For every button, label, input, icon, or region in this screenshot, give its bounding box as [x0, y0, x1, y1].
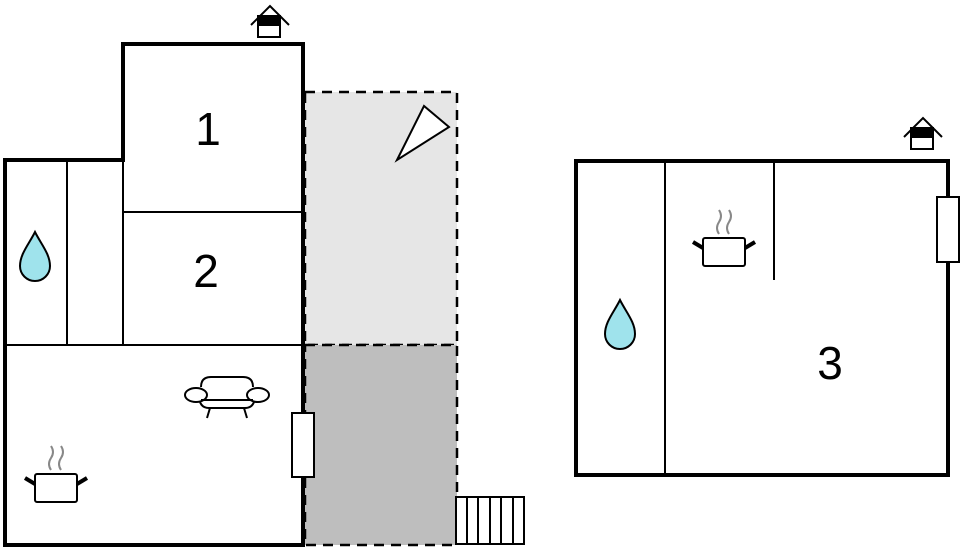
room-label-3: 3	[817, 337, 843, 389]
entrance-icon	[903, 117, 943, 150]
building-left	[3, 42, 305, 547]
room-label-2: 2	[193, 245, 219, 297]
room-label-1: 1	[195, 103, 221, 155]
entrance-icon	[250, 5, 290, 38]
window-icon	[936, 196, 960, 263]
stairs-icon	[455, 496, 525, 545]
terrace-dark	[303, 343, 459, 547]
compass-icon	[394, 104, 451, 163]
building-right	[574, 159, 950, 477]
sofa-icon	[184, 376, 270, 419]
window-icon	[291, 412, 315, 478]
